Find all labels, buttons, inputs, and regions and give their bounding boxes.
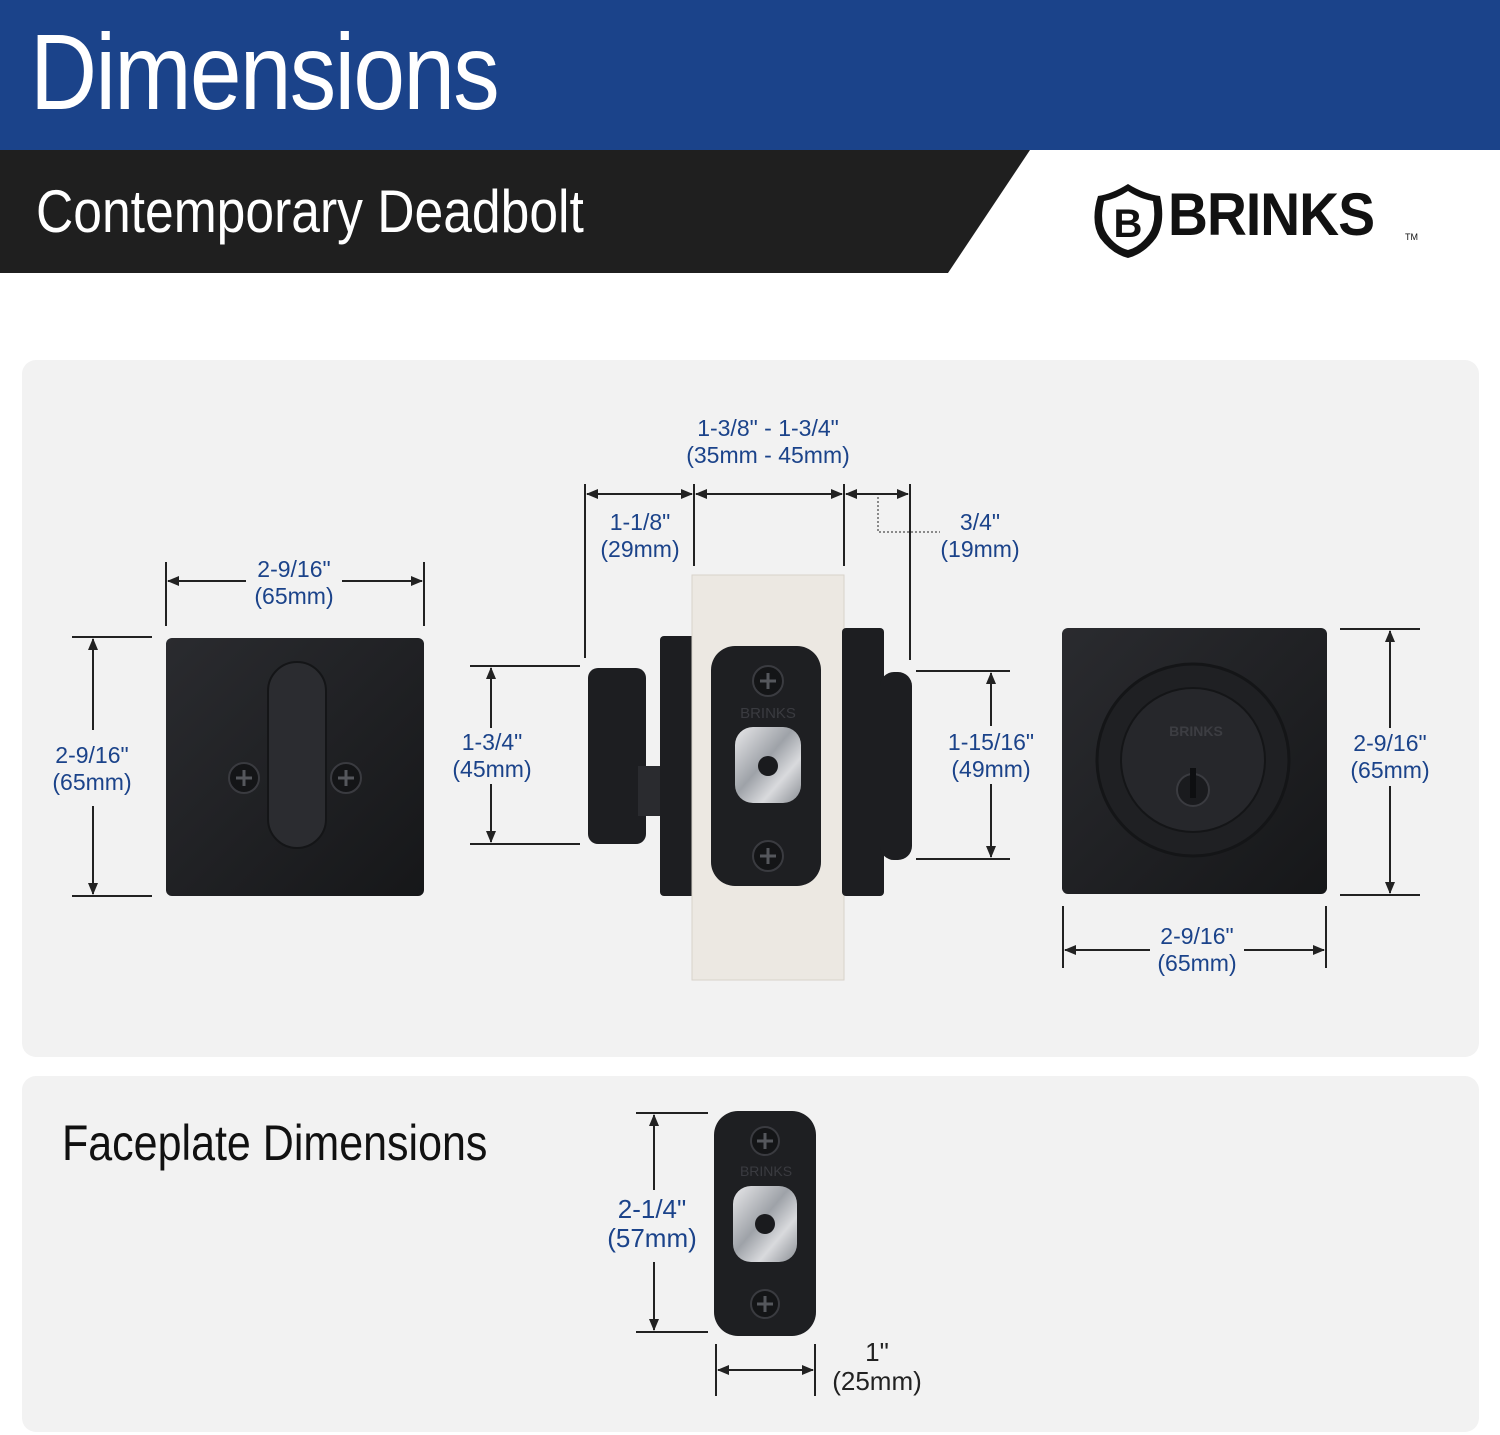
faceplate-width-label: 1"(25mm) xyxy=(832,1337,922,1396)
keyhole-icon xyxy=(1176,768,1210,807)
brand-mark-letter: B xyxy=(1114,202,1143,246)
screw-icon xyxy=(752,665,784,697)
faceplate-logo: BRINKS xyxy=(740,1163,792,1179)
product-subtitle: Contemporary Deadbolt xyxy=(36,178,584,245)
header-bar: Dimensions xyxy=(0,0,1500,150)
screw-icon xyxy=(228,762,260,794)
interior-height-label: 1-3/4"(45mm) xyxy=(452,729,532,782)
thumbturn-rose xyxy=(166,638,424,896)
keyed-width-label: 2-9/16"(65mm) xyxy=(1157,923,1237,976)
screw-icon xyxy=(750,1126,780,1156)
keyed-cylinder-rose: BRINKS xyxy=(1062,628,1327,894)
faceplate-drawing: BRINKS xyxy=(714,1111,816,1336)
thumbturn-width-label: 2-9/16"(65mm) xyxy=(254,556,334,609)
screw-icon xyxy=(330,762,362,794)
exterior-height-label: 1-15/16"(49mm) xyxy=(947,729,1035,782)
interior-projection-label: 1-1/8"(29mm) xyxy=(600,509,680,562)
faceplate-height-label: 2-1/4"(57mm) xyxy=(607,1194,697,1253)
brand-name: BRINKS xyxy=(1168,181,1375,248)
faceplate-section-title: Faceplate Dimensions xyxy=(62,1115,488,1171)
screw-icon xyxy=(752,840,784,872)
faceplate-logo: BRINKS xyxy=(740,705,796,722)
cylinder-logo: BRINKS xyxy=(1169,723,1223,739)
door-thickness-label: 1-3/8" - 1-3/4"(35mm - 45mm) xyxy=(686,415,850,468)
exterior-projection-label: 3/4"(19mm) xyxy=(940,509,1020,562)
thumbturn-height-label: 2-9/16"(65mm) xyxy=(52,742,132,795)
page-title: Dimensions xyxy=(30,11,500,132)
side-view-assembly: BRINKS xyxy=(588,574,912,981)
screw-icon xyxy=(750,1289,780,1319)
brinks-shield-logo-icon: B xyxy=(1094,184,1163,258)
brand-trademark: TM xyxy=(1405,232,1418,242)
keyed-height-label: 2-9/16"(65mm) xyxy=(1350,730,1430,783)
subtitle-band xyxy=(0,150,1030,273)
